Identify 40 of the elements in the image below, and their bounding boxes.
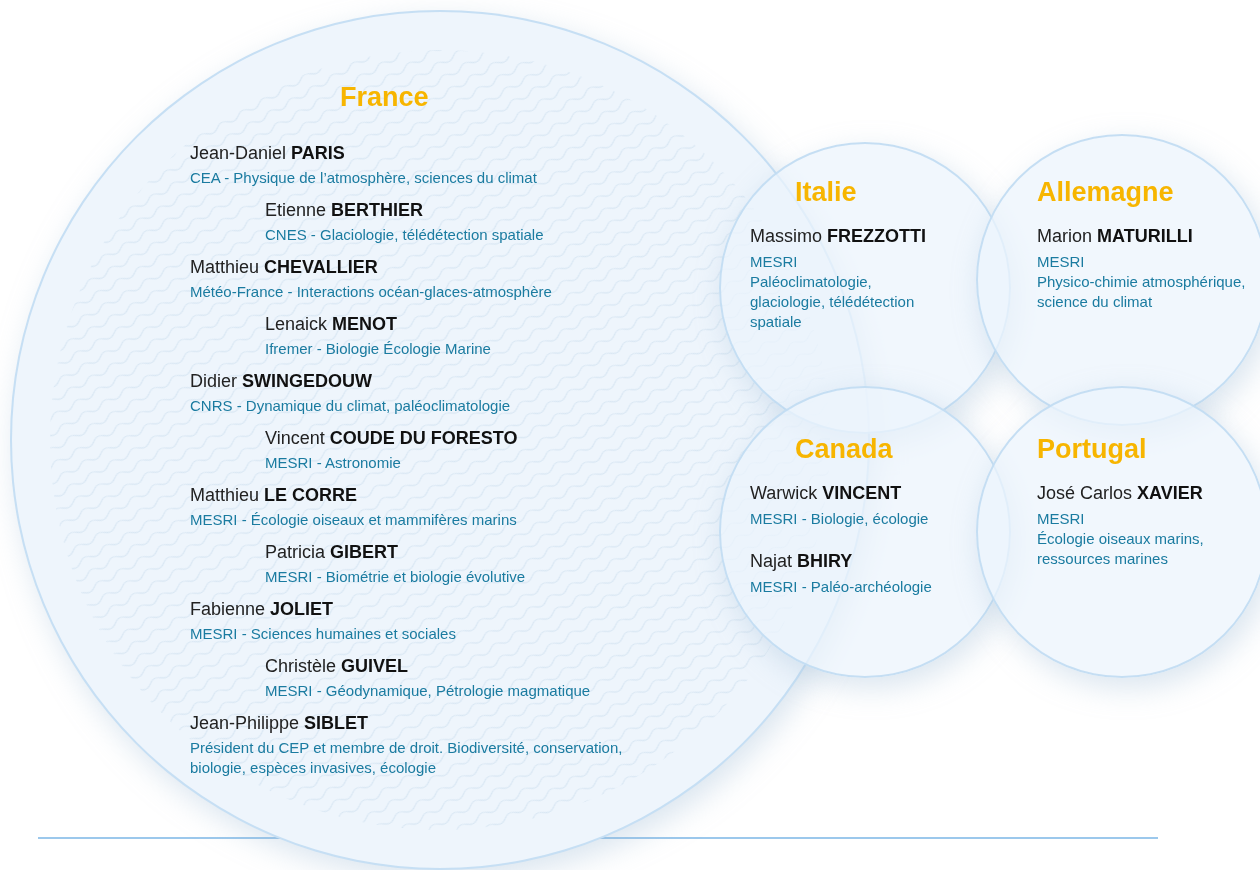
member-name: Matthieu CHEVALLIER bbox=[190, 257, 379, 278]
member-affiliation: MESRI - Écologie oiseaux et mammifères marins bbox=[190, 510, 518, 530]
member-affiliation: MESRI - Paléo-archéologie bbox=[750, 577, 932, 597]
member-name: Fabienne JOLIET bbox=[190, 599, 335, 620]
member-name: Etienne BERTHIER bbox=[265, 200, 425, 221]
member-affiliation: MESRI bbox=[1037, 509, 1085, 529]
member-name: Matthieu LE CORRE bbox=[190, 485, 359, 506]
country-heading: Allemagne bbox=[1037, 177, 1174, 208]
member-affiliation: Paléoclimatologie, glaciologie, télédétection spatiale bbox=[750, 272, 916, 332]
country-heading: France bbox=[340, 82, 429, 113]
member-affiliation: Physico-chimie atmosphérique, science du climat bbox=[1037, 272, 1247, 312]
member-affiliation: CEA - Physique de l’atmosphère, sciences du climat bbox=[190, 168, 538, 188]
member-name: Didier SWINGEDOUW bbox=[190, 371, 373, 392]
country-heading: Italie bbox=[795, 177, 857, 208]
member-name: José Carlos XAVIER bbox=[1037, 483, 1203, 504]
member-affiliation: Météo-France - Interactions océan-glaces-atmosphère bbox=[190, 282, 553, 302]
member-affiliation: MESRI - Sciences humaines et sociales bbox=[190, 624, 457, 644]
country-heading: Canada bbox=[795, 434, 893, 465]
member-affiliation: CNRS - Dynamique du climat, paléoclimatologie bbox=[190, 396, 512, 416]
member-name: Jean-Philippe SIBLET bbox=[190, 713, 370, 734]
member-affiliation: MESRI - Astronomie bbox=[265, 453, 402, 473]
member-affiliation: MESRI - Géodynamique, Pétrologie magmatique bbox=[265, 681, 592, 701]
country-heading: Portugal bbox=[1037, 434, 1147, 465]
member-affiliation: MESRI bbox=[1037, 252, 1085, 272]
member-affiliation: CNES - Glaciologie, télédétection spatiale bbox=[265, 225, 545, 245]
member-name: Marion MATURILLI bbox=[1037, 226, 1193, 247]
member-name: Massimo FREZZOTTI bbox=[750, 226, 926, 247]
member-name: Christèle GUIVEL bbox=[265, 656, 410, 677]
member-affiliation: MESRI bbox=[750, 252, 798, 272]
member-name: Patricia GIBERT bbox=[265, 542, 400, 563]
member-affiliation: MESRI - Biométrie et biologie évolutive bbox=[265, 567, 527, 587]
member-name: Warwick VINCENT bbox=[750, 483, 902, 504]
member-name: Jean-Daniel PARIS bbox=[190, 143, 346, 164]
member-affiliation: Écologie oiseaux marins, ressources marines bbox=[1037, 529, 1205, 569]
member-name: Najat BHIRY bbox=[750, 551, 853, 572]
member-affiliation: Ifremer - Biologie Écologie Marine bbox=[265, 339, 492, 359]
member-affiliation: Président du CEP et membre de droit. Biodiversité, conservation, biologie, espèces invasives, écologie bbox=[190, 738, 624, 778]
member-name: Vincent COUDE DU FORESTO bbox=[265, 428, 519, 449]
member-name: Lenaick MENOT bbox=[265, 314, 399, 335]
member-affiliation: MESRI - Biologie, écologie bbox=[750, 509, 929, 529]
